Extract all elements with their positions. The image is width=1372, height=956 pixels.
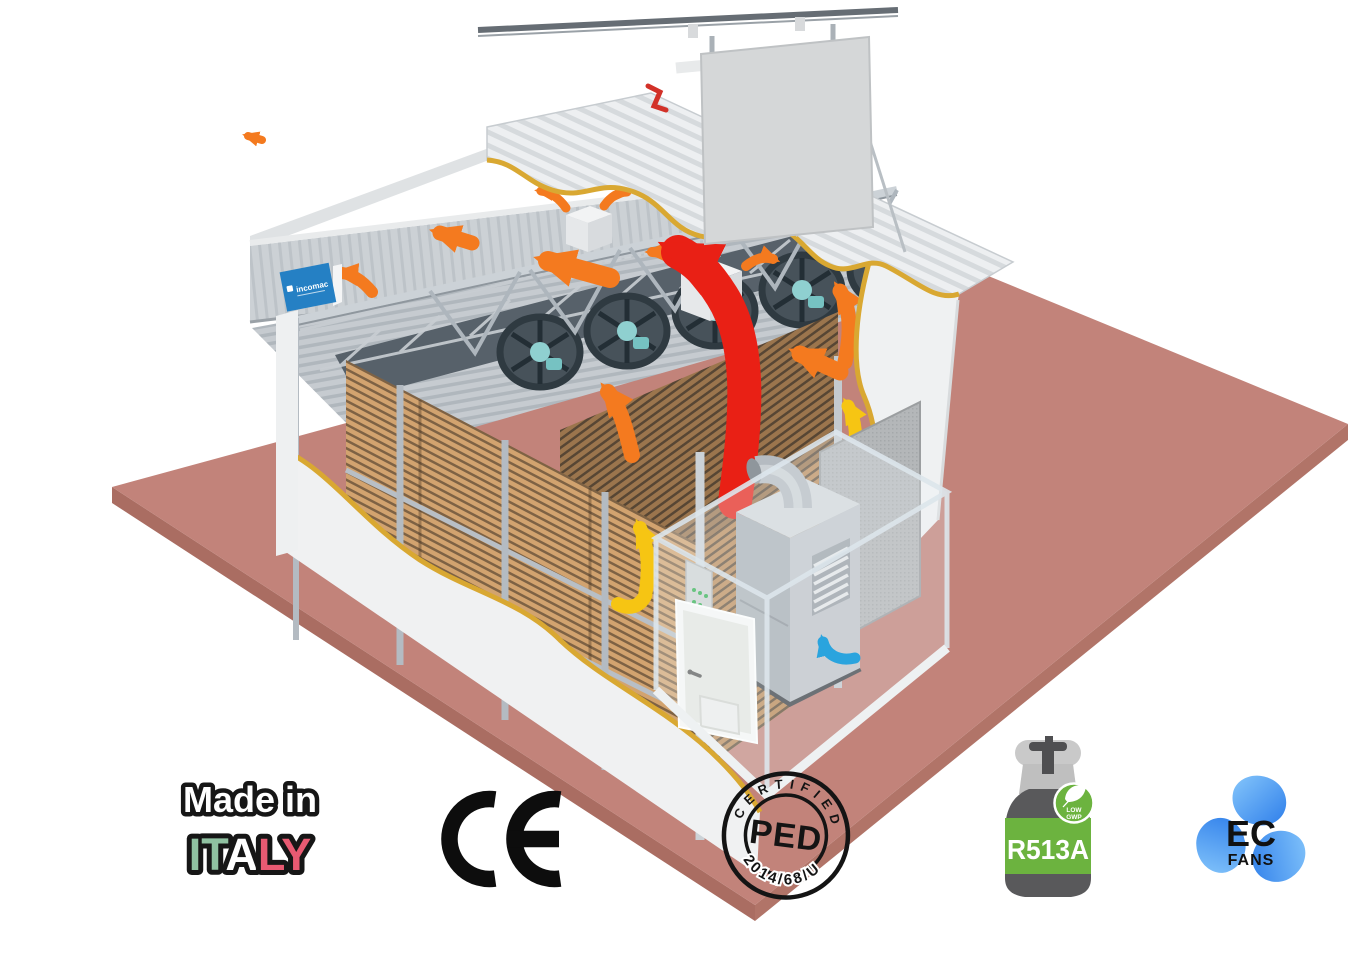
airflow-arrow-orange xyxy=(242,131,266,147)
airflow-arrow-yellow xyxy=(611,518,660,614)
ceiling-fan xyxy=(496,313,584,391)
airflow-arrow-blue xyxy=(816,634,861,665)
italy-green-letters: IT xyxy=(189,829,229,880)
door-release-lever xyxy=(645,83,669,113)
incomac-sign: incomac xyxy=(279,262,342,312)
service-door xyxy=(674,598,759,745)
ec-fans-logo: EC FANS xyxy=(1185,775,1314,892)
made-in-italy-badge: Made in ITALY xyxy=(178,775,321,886)
airflow-arrow-orange xyxy=(429,225,480,253)
airflow-arrow-orange xyxy=(534,183,571,213)
low-gwp-line2: GWP xyxy=(1066,814,1082,821)
machine-room-enclosure xyxy=(650,400,953,801)
italy-label: ITALY xyxy=(189,829,312,880)
sliding-door-panel xyxy=(699,35,875,246)
bottle-valve xyxy=(1029,736,1067,774)
ec-fans-line2: FANS xyxy=(1228,852,1275,869)
door-vent-grille xyxy=(698,694,741,736)
stamp-center-text: PED xyxy=(747,813,824,860)
lumber-stack-back xyxy=(560,312,838,552)
airflow-arrow-orange xyxy=(332,263,378,298)
ec-fans-line1: EC xyxy=(1226,813,1276,854)
roof-overhang-edge xyxy=(250,148,489,250)
sliding-door-track xyxy=(477,7,899,33)
r513a-refrigerant-bottle: R513A LOW GWP xyxy=(1005,736,1095,897)
airflow-arrows-orange xyxy=(242,131,863,567)
airflow-arrow-orange xyxy=(788,345,849,381)
front-wall-cutaway xyxy=(276,310,763,874)
sliding-door-assembly xyxy=(477,7,907,253)
refrigerant-label: R513A xyxy=(1007,834,1089,865)
ceiling-fan xyxy=(583,292,671,370)
airflow-arrow-orange xyxy=(533,249,620,288)
low-gwp-badge: LOW GWP xyxy=(1053,782,1095,824)
ce-letter-c xyxy=(441,790,497,888)
airflow-arrow-orange xyxy=(600,382,640,463)
stamp-outer-ring xyxy=(721,771,851,900)
stamp-inner-ring xyxy=(743,793,829,878)
refrigerant-label-band xyxy=(1005,818,1091,874)
airflow-arrow-orange xyxy=(599,183,634,211)
airflow-arrow-orange xyxy=(741,245,781,271)
made-in-label: Made in xyxy=(183,779,317,820)
airflow-arrow-red xyxy=(657,235,762,519)
ped-certification-stamp: CERTIFIED PED 2014/68/U xyxy=(721,770,851,900)
italy-red-letters: LY xyxy=(258,829,311,880)
ce-mark: CE xyxy=(441,790,562,888)
italy-white-letter: A xyxy=(225,829,258,880)
airflow-arrow-orange xyxy=(832,281,863,370)
enclosure-frame xyxy=(650,429,953,801)
low-gwp-line1: LOW xyxy=(1066,807,1082,814)
roof-vent xyxy=(566,206,612,252)
